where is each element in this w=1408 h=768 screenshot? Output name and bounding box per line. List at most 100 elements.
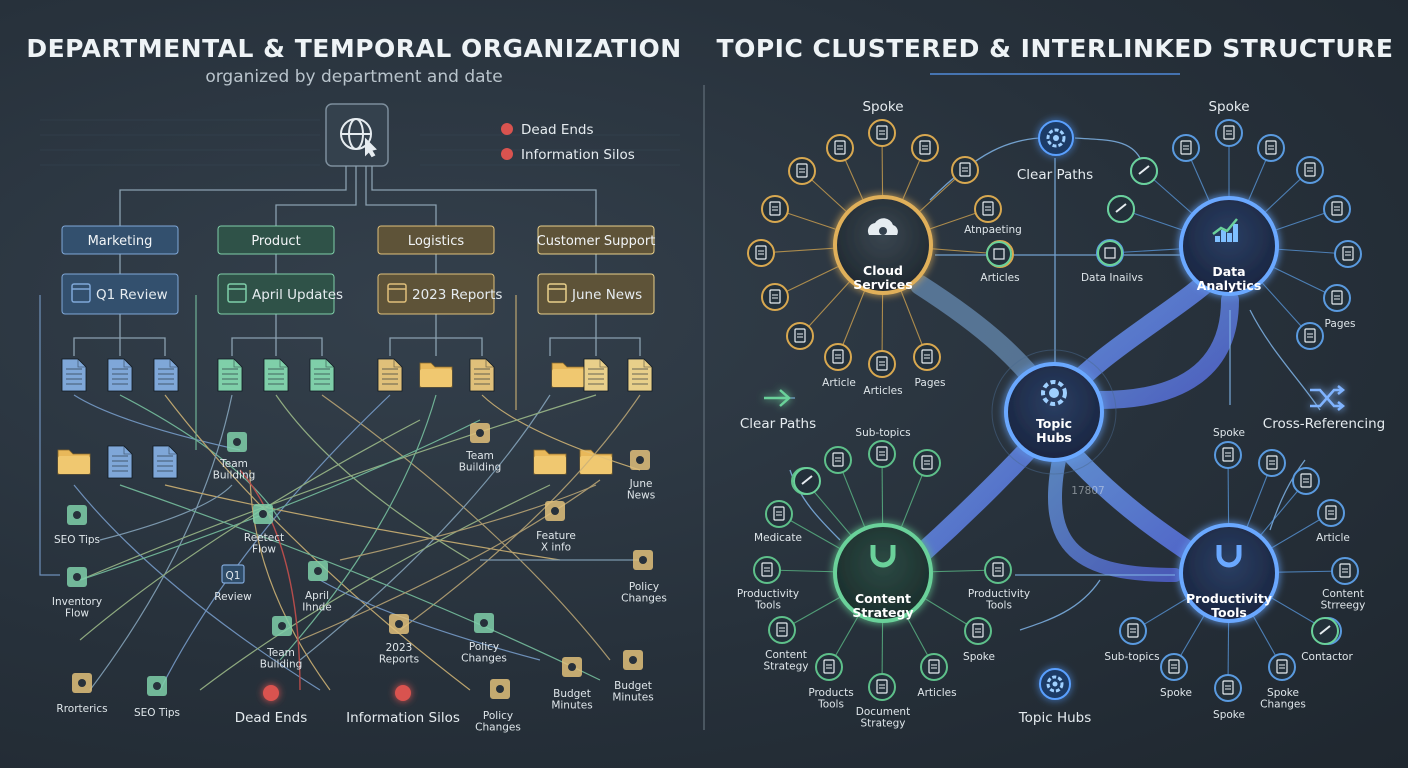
spoke-node[interactable] bbox=[788, 157, 816, 185]
spoke-node[interactable] bbox=[824, 446, 852, 474]
spoke-node[interactable] bbox=[1172, 134, 1200, 162]
folder-icon[interactable] bbox=[57, 449, 91, 475]
document-icon[interactable] bbox=[61, 358, 87, 392]
spoke-node[interactable] bbox=[747, 239, 775, 267]
folder-icon[interactable] bbox=[419, 362, 453, 388]
spoke-node[interactable] bbox=[868, 440, 896, 468]
spoke-node[interactable] bbox=[1334, 240, 1362, 268]
spoke-node[interactable] bbox=[911, 134, 939, 162]
right-label: Pages bbox=[1325, 318, 1356, 330]
spoke-node[interactable] bbox=[974, 195, 1002, 223]
document-icon[interactable] bbox=[469, 358, 495, 392]
root-node[interactable] bbox=[325, 103, 389, 167]
spoke-node[interactable] bbox=[1268, 653, 1296, 681]
spoke-node[interactable] bbox=[826, 134, 854, 162]
thin-links bbox=[770, 137, 1321, 631]
document-icon[interactable] bbox=[107, 358, 133, 392]
scattered-item[interactable]: SEO Tips bbox=[134, 676, 180, 719]
spoke-node[interactable] bbox=[786, 322, 814, 350]
document-icon[interactable] bbox=[583, 358, 609, 392]
document-icon[interactable] bbox=[153, 358, 179, 392]
spoke-node[interactable] bbox=[1292, 467, 1320, 495]
document-icon[interactable] bbox=[107, 445, 133, 479]
dept-header[interactable]: Customer Support bbox=[537, 225, 656, 255]
spoke-node[interactable] bbox=[920, 653, 948, 681]
spoke-node[interactable] bbox=[1119, 617, 1147, 645]
spoke-node[interactable] bbox=[964, 617, 992, 645]
spoke-node[interactable] bbox=[1214, 441, 1242, 469]
spoke-node[interactable] bbox=[868, 119, 896, 147]
dept-header[interactable]: Product bbox=[217, 225, 335, 255]
spoke-node[interactable] bbox=[824, 343, 852, 371]
document-icon bbox=[1222, 680, 1234, 695]
folder-icon[interactable] bbox=[551, 362, 585, 388]
spoke-node[interactable] bbox=[1323, 284, 1351, 312]
spoke-node[interactable] bbox=[1215, 119, 1243, 147]
dept-folder[interactable]: 2023 Reports bbox=[377, 273, 502, 315]
dept-header[interactable]: Marketing bbox=[61, 225, 179, 255]
link-icon bbox=[1130, 157, 1158, 185]
spoke-node[interactable] bbox=[761, 283, 789, 311]
spoke-node[interactable] bbox=[951, 156, 979, 184]
spoke-node[interactable] bbox=[768, 616, 796, 644]
spoke-node[interactable] bbox=[1258, 449, 1286, 477]
scattered-item[interactable]: SEO Tips bbox=[54, 505, 100, 546]
dept-folder[interactable]: June News bbox=[537, 273, 655, 315]
spoke-node[interactable] bbox=[1317, 499, 1345, 527]
spoke-node[interactable] bbox=[765, 500, 793, 528]
document-icon bbox=[773, 506, 785, 521]
spoke-node[interactable] bbox=[868, 673, 896, 701]
spoke-node[interactable] bbox=[913, 449, 941, 477]
spoke-node[interactable] bbox=[1296, 156, 1324, 184]
spoke-node[interactable] bbox=[1214, 674, 1242, 702]
document-icon[interactable] bbox=[627, 358, 653, 392]
document-icon[interactable] bbox=[152, 445, 178, 479]
spoke-node[interactable] bbox=[868, 350, 896, 378]
spoke-node[interactable] bbox=[913, 343, 941, 371]
document-icon[interactable] bbox=[217, 358, 243, 392]
dept-header[interactable]: Logistics bbox=[377, 225, 495, 255]
folder-icon[interactable] bbox=[533, 449, 567, 475]
document-icon[interactable] bbox=[377, 358, 403, 392]
folder-icon[interactable] bbox=[579, 449, 613, 475]
spoke-node[interactable] bbox=[984, 556, 1012, 584]
spoke-node[interactable] bbox=[761, 195, 789, 223]
scattered-item[interactable]: Rrorterics bbox=[56, 673, 108, 715]
document-icon[interactable] bbox=[263, 358, 289, 392]
spoke-node[interactable] bbox=[986, 241, 1012, 267]
spoke-node[interactable] bbox=[1097, 240, 1123, 266]
document-icon[interactable] bbox=[309, 358, 335, 392]
spoke-node[interactable] bbox=[815, 653, 843, 681]
dept-folder[interactable]: April Updates bbox=[217, 273, 343, 315]
spoke-node[interactable] bbox=[1257, 134, 1285, 162]
spoke-node[interactable] bbox=[753, 556, 781, 584]
spoke-node[interactable] bbox=[1331, 557, 1359, 585]
spoke-node[interactable] bbox=[1296, 322, 1324, 350]
spoke-node[interactable] bbox=[1160, 653, 1188, 681]
spoke-node[interactable] bbox=[1323, 195, 1351, 223]
dept-folder[interactable]: Q1 Review bbox=[61, 273, 179, 315]
bar-chart-icon bbox=[1212, 218, 1238, 242]
